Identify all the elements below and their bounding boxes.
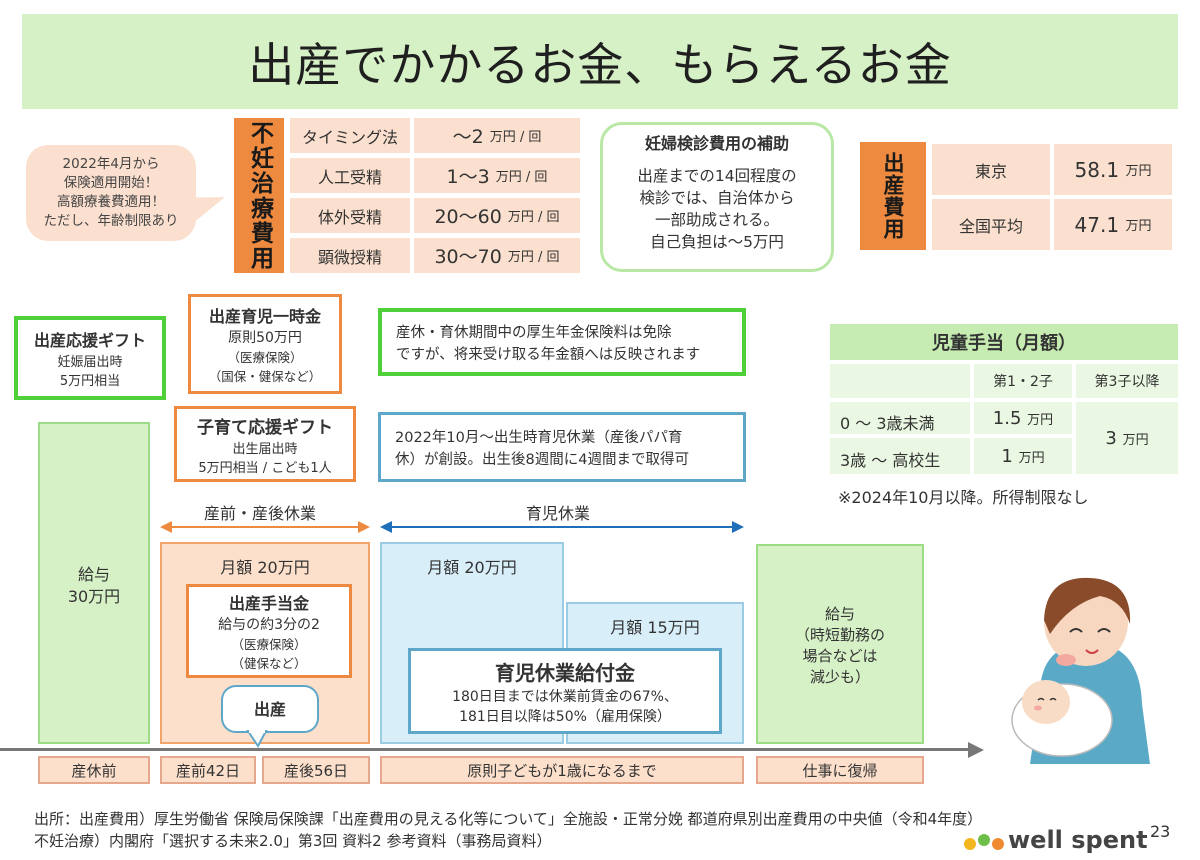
maternity-benefit-line: （医療保険） bbox=[231, 637, 307, 652]
callout-line: 高額療養費適用！ bbox=[57, 194, 165, 210]
child-allowance-note: ※2024年10月以降。所得制限なし bbox=[838, 488, 1089, 507]
salary-before-line: 30万円 bbox=[67, 587, 121, 606]
childcare-arrow bbox=[380, 521, 744, 533]
child-allowance-col: 第3子以降 bbox=[1076, 364, 1178, 398]
prenatal-subsidy-line: 一部助成される。 bbox=[654, 211, 779, 229]
child-allowance-amount: 3 万円 bbox=[1076, 402, 1178, 474]
maternity-monthly: 月額 20万円 bbox=[220, 558, 310, 577]
salary-after-column: 給与 （時短勤務の 場合などは 減少も） bbox=[756, 544, 924, 744]
footer-line: 不妊治療）内閣府「選択する未来2.0」第3回 資料2 参考資料（事務局資料） bbox=[34, 832, 552, 850]
lump-sum-line: 原則50万円 bbox=[228, 330, 302, 346]
lump-sum-line: （国保・健保など） bbox=[208, 369, 322, 384]
child-allowance-amount: 1 万円 bbox=[974, 438, 1072, 474]
infertility-amount: 30〜70 万円 / 回 bbox=[414, 238, 580, 273]
pension-note-line: ですが、将来受け取る年金額へは反映されます bbox=[396, 347, 701, 363]
page-number: 23 bbox=[1150, 822, 1171, 841]
support-gift-line: 5万円相当 bbox=[59, 374, 121, 389]
callout-line: 2022年4月から bbox=[62, 156, 160, 172]
salary-after-line: 給与 bbox=[824, 605, 855, 623]
footer-line: 出所：出産費用）厚生労働省 保険局保険課「出産費用の見える化等について」全施設・… bbox=[34, 810, 983, 828]
maternity-benefit-box: 出産手当金 給与の約3分の2 （医療保険） （健保など） bbox=[186, 584, 352, 678]
salary-after-line: 場合などは bbox=[802, 647, 878, 665]
child-allowance-col: 第1・2子 bbox=[974, 364, 1072, 398]
infertility-method: 人工受精 bbox=[290, 158, 410, 193]
infertility-method: タイミング法 bbox=[290, 118, 410, 153]
childcare-leave-label: 育児休業 bbox=[526, 504, 591, 523]
childcare-benefit-line: 181日目以降は50%（雇用保険） bbox=[459, 708, 671, 725]
pension-note-line: 産休・育休期間中の厚生年金保険料は免除 bbox=[396, 325, 672, 341]
child-allowance-amount: 1.5 万円 bbox=[974, 402, 1072, 434]
period-arrows bbox=[160, 521, 744, 533]
lump-sum-title: 出産育児一時金 bbox=[208, 307, 321, 326]
timeline-label: 産後56日 bbox=[262, 756, 370, 784]
infertility-amount: 1〜3 万円 / 回 bbox=[414, 158, 580, 193]
lump-sum-box: 出産育児一時金 原則50万円 （医療保険） （国保・健保など） bbox=[188, 294, 342, 394]
timeline-axis bbox=[0, 748, 972, 751]
papa-leave-line: 2022年10月〜出生時育児休業（産後パパ育 bbox=[395, 430, 683, 446]
child-allowance-row-label: 3歳 〜 高校生 bbox=[830, 438, 970, 474]
callout-line: ただし、年齢制限あり bbox=[43, 213, 179, 229]
infertility-method: 顕微授精 bbox=[290, 238, 410, 273]
lump-sum-line: （医療保険） bbox=[227, 350, 303, 365]
salary-after-line: （時短勤務の bbox=[794, 626, 885, 644]
salary-before-line: 給与 bbox=[77, 565, 110, 584]
source-footer: 出所：出産費用）厚生労働省 保険局保険課「出産費用の見える化等について」全施設・… bbox=[34, 808, 1154, 852]
page-title: 出産でかかるお金、もらえるお金 bbox=[248, 37, 952, 92]
infertility-label: 不妊治療費用 bbox=[234, 118, 284, 273]
prenatal-subsidy-line: 検診では、自治体から bbox=[639, 189, 795, 207]
maternity-arrow bbox=[160, 521, 370, 533]
childcare-monthly-1: 月額 20万円 bbox=[427, 558, 517, 577]
prenatal-subsidy-title: 妊婦検診費用の補助 bbox=[644, 134, 789, 153]
birth-bubble-label: 出産 bbox=[253, 700, 286, 719]
maternity-leave-label: 産前・産後休業 bbox=[204, 504, 317, 523]
mother-baby-illustration bbox=[1011, 577, 1150, 764]
maternity-benefit-line: （健保など） bbox=[231, 656, 307, 671]
salary-after-line: 減少も） bbox=[809, 668, 870, 686]
brand-name: well spent bbox=[1008, 826, 1148, 854]
birth-cost-amount: 47.1 万円 bbox=[1054, 199, 1172, 250]
support-gift-line: 妊娠届出時 bbox=[57, 355, 123, 370]
maternity-benefit-title: 出産手当金 bbox=[228, 594, 309, 613]
well-spent-logo-icon bbox=[964, 834, 1004, 850]
birth-cost-amount: 58.1 万円 bbox=[1054, 144, 1172, 195]
child-gift-line: 出生届出時 bbox=[232, 441, 298, 457]
infertility-method: 体外受精 bbox=[290, 198, 410, 233]
timeline-label: 原則子どもが1歳になるまで bbox=[380, 756, 744, 784]
child-allowance-title: 児童手当（月額） bbox=[830, 324, 1178, 360]
maternity-benefit-line: 給与の約3分の2 bbox=[218, 617, 320, 633]
childcare-benefit-title: 育児休業給付金 bbox=[495, 660, 635, 685]
timeline-arrowhead bbox=[968, 742, 984, 758]
timeline-label: 産前42日 bbox=[160, 756, 256, 784]
infertility-amount: 〜2 万円 / 回 bbox=[414, 118, 580, 153]
prenatal-subsidy-line: 自己負担は〜5万円 bbox=[650, 233, 784, 251]
insurance-callout: 2022年4月から 保険適用開始！ 高額療養費適用！ ただし、年齢制限あり bbox=[26, 145, 196, 241]
childcare-monthly-2: 月額 15万円 bbox=[610, 618, 700, 637]
title-band: 出産でかかるお金、もらえるお金 bbox=[22, 14, 1178, 109]
pension-note-box: 産休・育休期間中の厚生年金保険料は免除 ですが、将来受け取る年金額へは反映されま… bbox=[378, 308, 746, 376]
birth-cost-area: 東京 bbox=[932, 144, 1050, 195]
child-gift-title: 子育て応援ギフト bbox=[197, 417, 333, 438]
infertility-amount: 20〜60 万円 / 回 bbox=[414, 198, 580, 233]
support-gift-box: 出産応援ギフト 妊娠届出時 5万円相当 bbox=[14, 316, 166, 400]
salary-before-column: 給与 30万円 bbox=[38, 422, 150, 744]
child-allowance-row-label: 0 〜 3歳未満 bbox=[830, 402, 970, 434]
timeline-label: 仕事に復帰 bbox=[756, 756, 924, 784]
papa-leave-box: 2022年10月〜出生時育児休業（産後パパ育 休）が創設。出生後8週間に4週間ま… bbox=[378, 412, 746, 482]
timeline-label: 産休前 bbox=[38, 756, 150, 784]
birth-bubble bbox=[221, 685, 319, 748]
prenatal-subsidy-box: 妊婦検診費用の補助 出産までの14回程度の 検診では、自治体から 一部助成される… bbox=[600, 122, 834, 272]
childcare-benefit-line: 180日目までは休業前賃金の67%、 bbox=[452, 688, 678, 705]
prenatal-subsidy-line: 出産までの14回程度の bbox=[637, 167, 797, 185]
childcare-benefit-box: 育児休業給付金 180日目までは休業前賃金の67%、 181日目以降は50%（雇… bbox=[408, 648, 722, 734]
child-gift-line: 5万円相当 / こども1人 bbox=[198, 460, 332, 476]
callout-line: 保険適用開始！ bbox=[63, 175, 159, 191]
birth-cost-area: 全国平均 bbox=[932, 199, 1050, 250]
birth-cost-label: 出産費用 bbox=[860, 142, 926, 250]
child-allowance-blank bbox=[830, 364, 970, 398]
papa-leave-line: 休）が創設。出生後8週間に4週間まで取得可 bbox=[395, 452, 689, 468]
child-gift-box: 子育て応援ギフト 出生届出時 5万円相当 / こども1人 bbox=[174, 406, 356, 482]
support-gift-title: 出産応援ギフト bbox=[33, 331, 146, 350]
